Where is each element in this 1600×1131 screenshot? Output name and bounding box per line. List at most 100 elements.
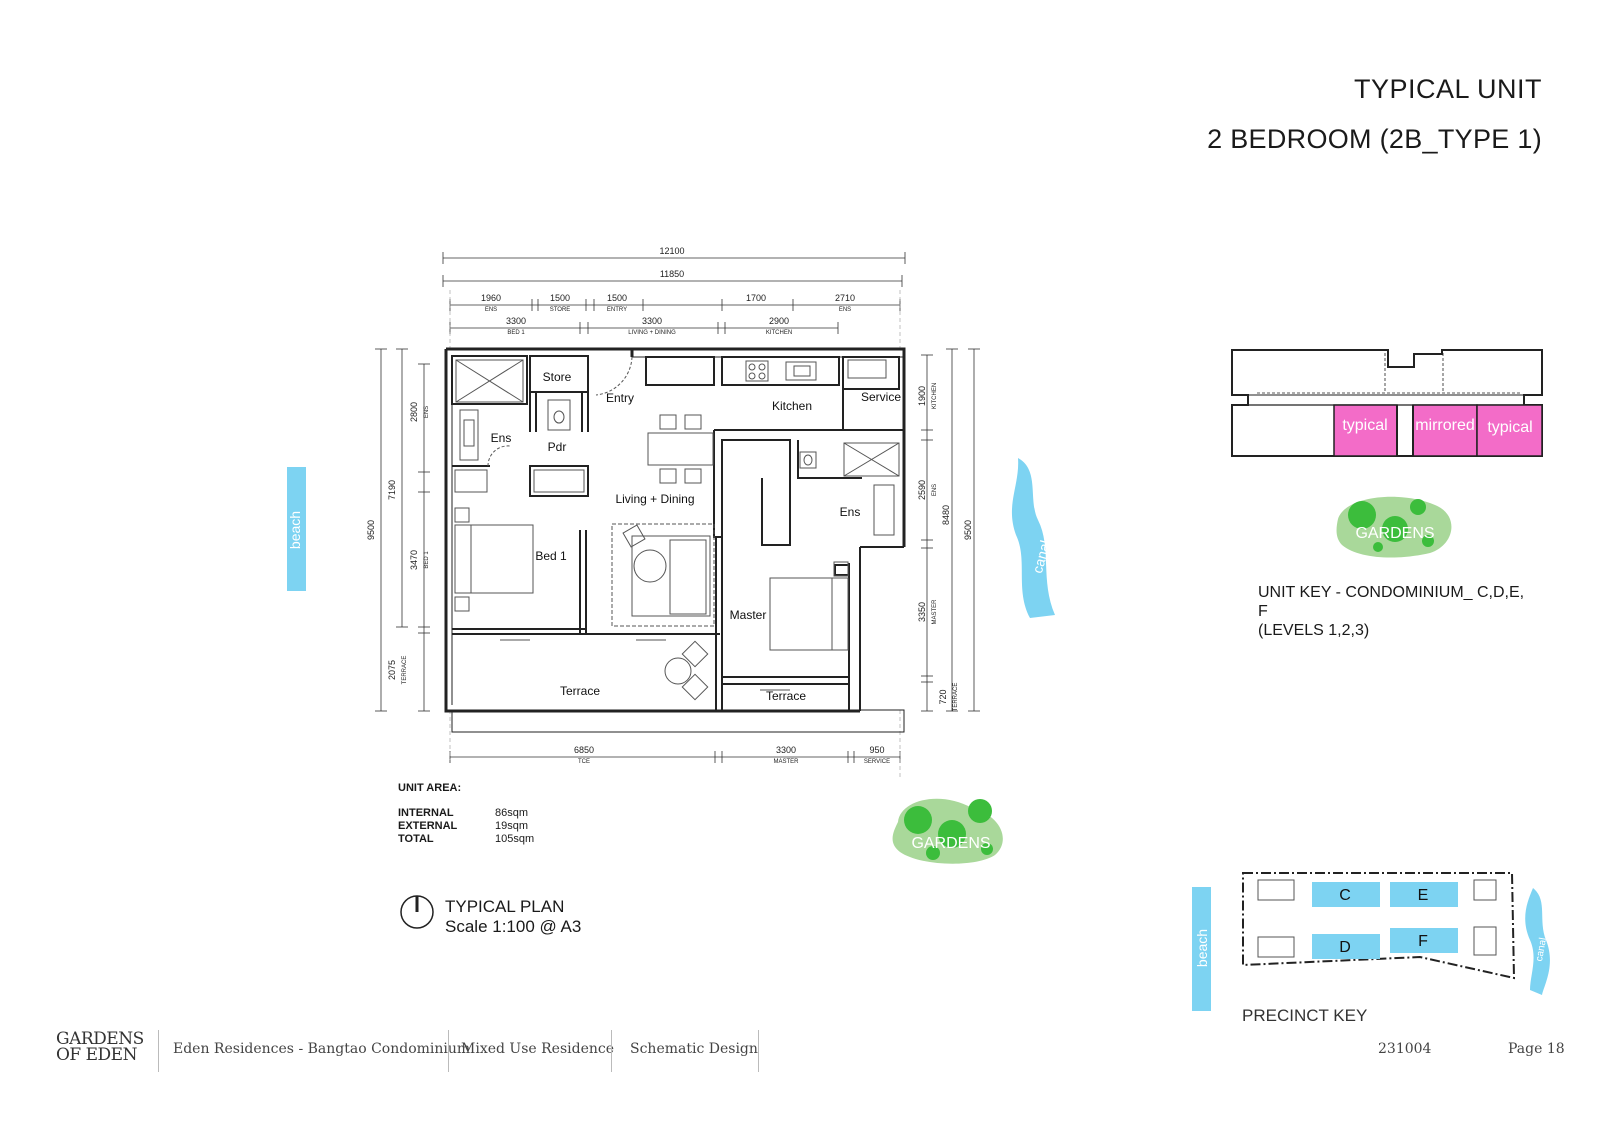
dim-ens-1: 1960 [481,293,501,303]
room-terrace-right: Terrace [766,689,806,703]
right-dimensions [921,348,980,712]
gardens-of-eden-logo: GARDENS OF EDEN [56,1029,144,1065]
room-terrace-left: Terrace [560,684,600,698]
dim-right-master-label: MASTER [932,599,938,625]
dim-bottom-master: 3300 [776,745,796,755]
unit-area-value: 19sqm [495,820,529,832]
guide-lines [449,290,901,780]
dim-store-label: STORE [550,307,571,313]
room-pdr: Pdr [548,440,567,454]
room-living-dining: Living + Dining [615,492,694,506]
dim-right-master: 3350 [917,602,927,622]
precinct-block-c: C [1339,887,1351,904]
dim-right-total: 9500 [963,520,973,540]
dim-right-terrace-label: TERRACE [953,683,959,712]
left-dimensions [375,348,430,712]
interior-walls [451,355,904,711]
room-bed1: Bed 1 [535,549,567,563]
plan-scale: Scale 1:100 @ A3 [445,917,582,936]
dim-left-bed1-label: BED 1 [424,551,430,569]
room-ens-right: Ens [840,505,861,519]
dim-kitchen-a: 1700 [746,293,766,303]
room-service: Service [861,390,901,404]
unit-key-gardens-label: GARDENS [1355,525,1434,542]
dim-right-ens-label: ENS [932,484,938,496]
dim-living: 3300 [642,316,662,326]
precinct-block-f: F [1418,933,1428,950]
footer-divider [611,1030,612,1072]
unit-area-table: UNIT AREA: INTERNAL 86sqm EXTERNAL 19sqm… [398,782,534,846]
dim-entry-label: ENTRY [607,307,627,313]
dim-bottom-service-label: SERVICE [864,759,890,765]
dim-entry: 1500 [607,293,627,303]
footer-type: Mixed Use Residence [461,1041,615,1057]
unit-area-label: TOTAL [398,833,434,845]
room-entry: Entry [606,391,634,405]
dim-right-terrace: 720 [938,689,948,704]
dim-right-inner-total: 8480 [941,505,951,525]
dim-store: 1500 [550,293,570,303]
unit-key-cell-1: typical [1342,417,1387,434]
unit-area-label: EXTERNAL [398,820,458,832]
dim-left-ens-label: ENS [424,406,430,418]
room-ens-left: Ens [491,431,512,445]
unit-key-caption: UNIT KEY - CONDOMINIUM_ C,D,E, F (LEVELS… [1258,583,1548,640]
room-master: Master [730,608,767,622]
precinct-key-diagram: beach canal C E D F [1192,872,1550,1011]
beach-strip: beach [287,467,306,591]
fixtures [454,356,900,701]
dim-left-ens: 2800 [409,402,419,422]
dim-ens-2: 2710 [835,293,855,303]
unit-key-cell-2: mirrored [1415,417,1475,434]
dim-left-upper: 7190 [387,480,397,500]
logo-line2: OF EDEN [56,1045,137,1065]
dim-right-kitchen: 1900 [917,386,927,406]
unit-key-caption-line1: UNIT KEY - CONDOMINIUM_ C,D,E, [1258,584,1525,601]
precinct-key-caption: PRECINCT KEY [1242,1006,1368,1025]
dim-ens-2-label: ENS [839,307,851,313]
page-title: TYPICAL UNIT [1353,74,1542,104]
north-arrow-icon [400,895,434,929]
dim-left-terrace-label: TERRACE [402,656,408,685]
plan-caption: TYPICAL PLAN Scale 1:100 @ A3 [445,897,581,937]
precinct-canal-label: canal [1534,937,1549,962]
precinct-beach-label: beach [1194,929,1210,967]
unit-key-cell-3: typical [1487,419,1532,436]
unit-area-value: 105sqm [495,833,535,845]
top-dimensions [442,252,906,334]
footer-divider [758,1030,759,1072]
unit-area-row: EXTERNAL 19sqm [398,820,534,833]
footer-divider [448,1030,449,1072]
dim-bed1: 3300 [506,316,526,326]
dim-right-kitchen-label: KITCHEN [932,383,938,409]
dim-bed1-label: BED 1 [507,330,525,336]
dim-overall-outer: 12100 [659,246,684,256]
canal-shape: canal [1011,458,1055,618]
bottom-dimensions [449,751,901,763]
precinct-block-d: D [1339,939,1351,956]
dim-bottom-tce: 6850 [574,745,594,755]
footer-date-code: 231004 [1378,1041,1432,1057]
logo-line1: GARDENS [56,1029,144,1049]
room-labels: Store Entry Kitchen Service Ens Pdr Livi… [491,370,902,703]
beach-label: beach [287,511,303,549]
left-dimension-labels: 9500 7190 2800 ENS 3470 BED 1 2075 TERRA… [366,402,430,684]
unit-key-gardens-graphic: GARDENS [1336,496,1452,558]
unit-area-row: TOTAL 105sqm [398,833,534,846]
unit-area-row: INTERNAL 86sqm [398,807,534,820]
dim-right-ens: 2590 [917,480,927,500]
dim-ens-1-label: ENS [485,307,497,313]
unit-area-label: INTERNAL [398,807,454,819]
precinct-block-e: E [1418,887,1429,904]
unit-key-caption-line2: F [1258,603,1268,620]
unit-area-value: 86sqm [495,807,529,819]
dim-bottom-tce-label: TCE [578,759,590,765]
unit-area-heading: UNIT AREA: [398,782,462,794]
dim-kitchen-label: KITCHEN [766,330,792,336]
dim-overall-inner: 11850 [660,269,684,279]
right-dimension-labels: 1900 KITCHEN 2590 ENS 3350 MASTER 720 TE… [917,383,973,712]
unit-key-caption-line3: (LEVELS 1,2,3) [1258,622,1370,639]
footer-page-number: Page 18 [1508,1041,1565,1057]
dim-bottom-master-label: MASTER [773,759,799,765]
